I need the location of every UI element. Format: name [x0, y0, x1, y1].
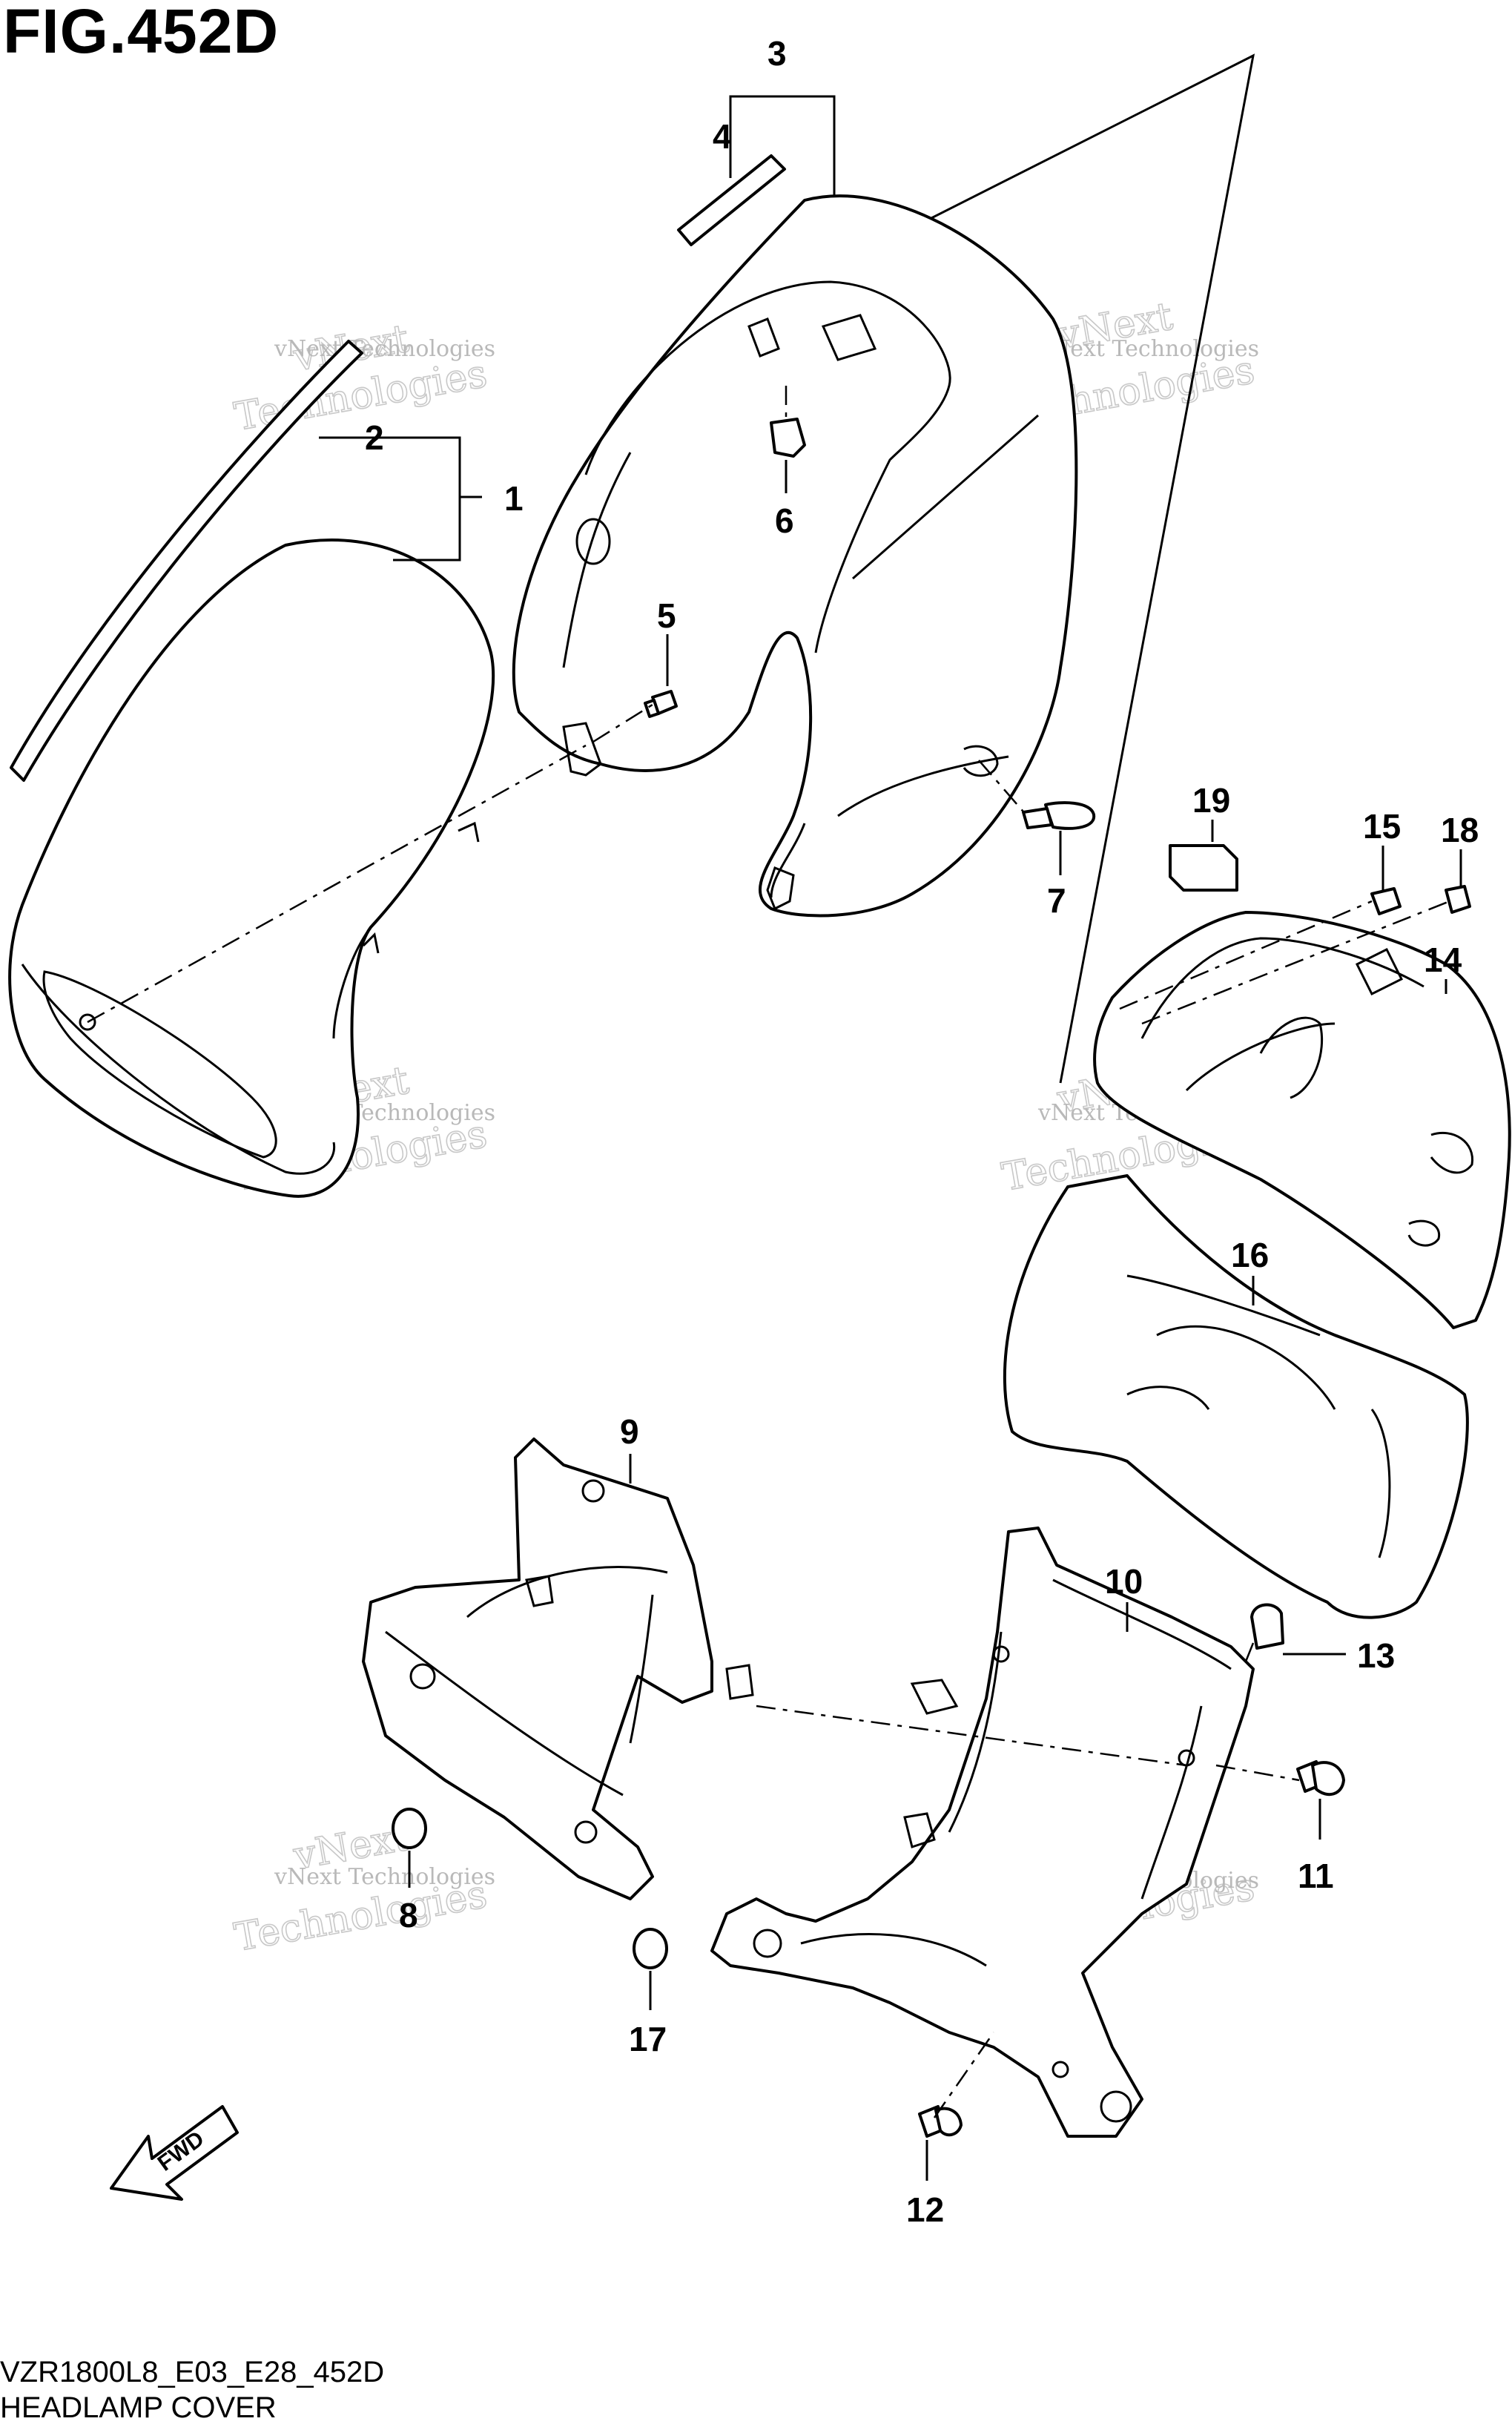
part-19-foam-pad	[1169, 844, 1238, 892]
callout-17: 17	[629, 2020, 667, 2058]
callout-14: 14	[1424, 941, 1462, 979]
watermark-bottom-left: Technologies vNext vNext Technologies	[231, 1814, 495, 1961]
part-9-left-bracket	[362, 1438, 754, 1900]
part-10-right-bracket	[710, 1527, 1255, 2138]
callout-15: 15	[1363, 807, 1401, 846]
part-11-bolt	[1296, 1760, 1345, 1797]
callout-19: 19	[1192, 781, 1230, 820]
callout-2: 2	[365, 418, 384, 457]
leader-3-4	[729, 95, 836, 197]
part-1-outer-cowl	[8, 539, 495, 1198]
part-12-bolt	[918, 2105, 963, 2138]
callout-12: 12	[906, 2190, 944, 2229]
part-8-grommet	[392, 1808, 427, 1849]
callout-7: 7	[1047, 881, 1066, 920]
callout-16: 16	[1231, 1236, 1269, 1274]
part-16-lower-panel	[1003, 1174, 1469, 1619]
model-code: VZR1800L8_E03_E28_452D	[0, 2356, 385, 2388]
part-6-clip	[770, 418, 806, 458]
watermark-small-text: vNext Technologies	[274, 336, 495, 362]
assembly-line	[933, 2032, 995, 2118]
callout-4: 4	[713, 117, 732, 156]
part-14-inner-panel	[1093, 911, 1511, 1329]
callout-8: 8	[399, 1896, 418, 1934]
part-4-small-trim	[677, 154, 786, 246]
watermark-small-text: vNext Technologies	[274, 1864, 495, 1890]
part-2-trim-strip	[10, 340, 363, 782]
part-17-grommet	[633, 1928, 668, 1969]
assembly-line	[1215, 1764, 1300, 1782]
assembly-line	[1244, 1642, 1255, 1662]
part-18-nut	[1445, 885, 1471, 914]
part-7-push-rivet	[1022, 801, 1096, 830]
figure-name: HEADLAMP COVER	[0, 2391, 277, 2424]
callout-3: 3	[767, 34, 787, 73]
part-15-clip	[1370, 887, 1402, 915]
callout-10: 10	[1105, 1562, 1143, 1601]
callout-11: 11	[1298, 1857, 1334, 1895]
part-13-push-rivet	[1250, 1603, 1284, 1650]
figure-title: FIG.452D	[3, 0, 280, 66]
callout-13: 13	[1357, 1636, 1395, 1675]
leader-1-2	[319, 436, 461, 562]
part-3-upper-cowl	[512, 194, 1078, 918]
assembly-reference-triangle	[841, 53, 1255, 1084]
callout-5: 5	[657, 596, 676, 635]
callout-18: 18	[1441, 811, 1479, 849]
assembly-line	[978, 760, 1028, 817]
assembly-line	[592, 703, 653, 743]
callout-6: 6	[775, 501, 794, 540]
callout-9: 9	[620, 1412, 639, 1451]
watermark-small-text: vNext Technologies	[1037, 336, 1259, 362]
callout-1: 1	[504, 479, 524, 518]
assembly-line	[756, 1705, 1187, 1767]
assembly-line	[1141, 900, 1450, 1025]
part-5-screw	[644, 690, 678, 718]
assembly-line	[87, 744, 587, 1024]
assembly-line	[1119, 900, 1373, 1010]
forward-direction-arrow: FWD	[110, 2105, 239, 2201]
